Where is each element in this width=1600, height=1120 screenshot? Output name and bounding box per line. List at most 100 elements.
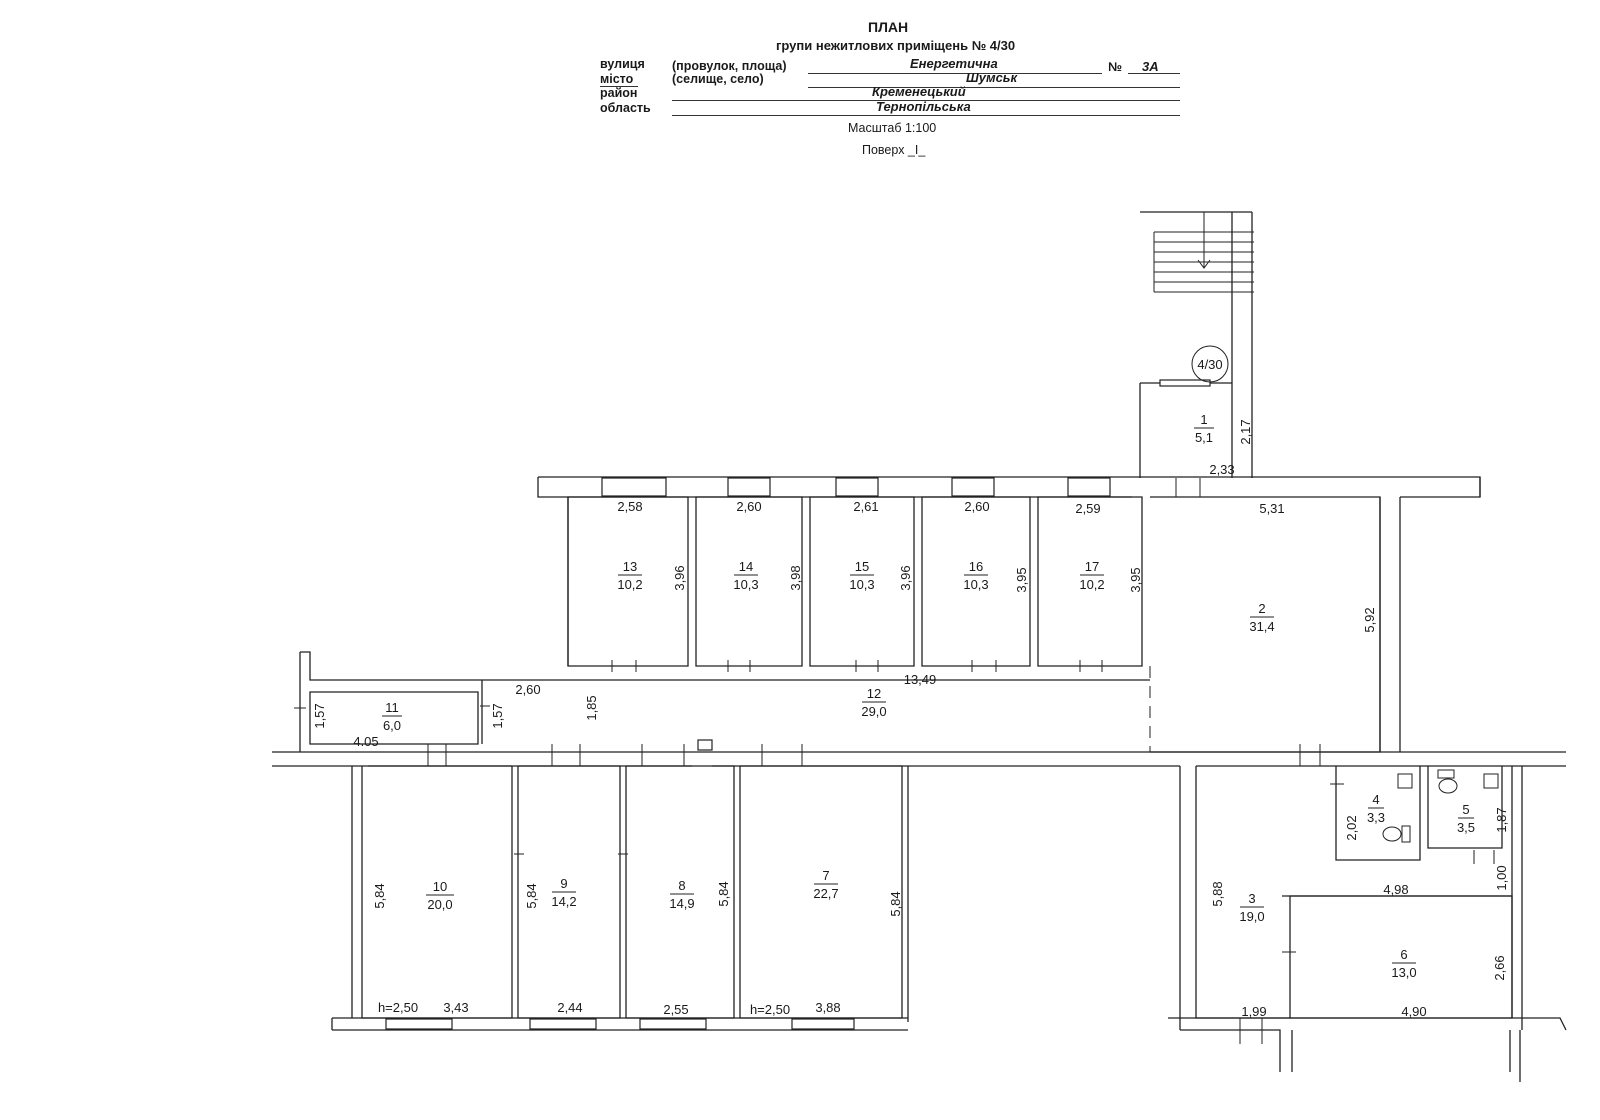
group-mark: 4/30 (1191, 345, 1229, 383)
room-labels: 15,1 231,4 319,0 43,3 53,5 613,0 722,7 8… (382, 412, 1475, 980)
street-note: (провулок, площа) (672, 59, 787, 73)
svg-text:5,1: 5,1 (1195, 430, 1213, 445)
dimension-label: 1,85 (584, 695, 599, 720)
scale-label: Масштаб 1:100 (848, 121, 937, 135)
dimension-label: 13,49 (904, 672, 937, 687)
svg-text:14: 14 (739, 559, 753, 574)
city-value: Шумськ (966, 70, 1018, 85)
dimension-label: 3,43 (443, 1000, 468, 1015)
dimension-labels: 2,17 2,33 2,58 2,60 2,61 2,60 2,59 5,31 … (312, 419, 1509, 1019)
city-label-underline (600, 86, 638, 87)
room-4: 43,3 (1367, 792, 1385, 825)
svg-text:10,3: 10,3 (849, 577, 874, 592)
dimension-label: 2,55 (663, 1002, 688, 1017)
room-14: 14 10,3 (733, 559, 758, 592)
svg-text:11: 11 (385, 700, 399, 715)
floor-label: Поверх _I_ (862, 143, 926, 157)
number-value: 3А (1142, 59, 1159, 74)
dimension-label: 3,96 (898, 565, 913, 590)
svg-text:13,0: 13,0 (1391, 965, 1416, 980)
dimension-label: 2,58 (617, 499, 642, 514)
dimension-label: 5,92 (1362, 607, 1377, 632)
dimension-label: 2,66 (1492, 955, 1507, 980)
svg-text:14,2: 14,2 (551, 894, 576, 909)
region-label: область (600, 101, 651, 115)
svg-text:10,2: 10,2 (617, 577, 642, 592)
dimension-label: 5,88 (1210, 881, 1225, 906)
walls (272, 211, 1567, 1082)
room-5: 53,5 (1457, 802, 1475, 835)
dimension-label: 3,95 (1128, 567, 1143, 592)
svg-text:6,0: 6,0 (383, 718, 401, 733)
room-9: 914,2 (551, 876, 576, 909)
dimension-label: 2,60 (515, 682, 540, 697)
room-2: 231,4 (1249, 601, 1274, 634)
plan-subtitle: групи нежитлових приміщень № 4/30 (776, 38, 1016, 53)
dimension-label: 4,90 (1401, 1004, 1426, 1019)
dimension-label: 2,17 (1238, 419, 1253, 444)
windows (385, 477, 1111, 1030)
svg-text:19,0: 19,0 (1239, 909, 1264, 924)
svg-text:6: 6 (1400, 947, 1407, 962)
dimension-label: h=2,50 (750, 1002, 790, 1017)
room-7: 722,7 (813, 868, 838, 901)
svg-text:10,3: 10,3 (733, 577, 758, 592)
dimension-label: 3,96 (672, 565, 687, 590)
district-value: Кременецький (872, 84, 966, 99)
number-label: № (1108, 60, 1122, 74)
svg-text:13: 13 (623, 559, 637, 574)
plan-title: ПЛАН (868, 19, 909, 35)
dimension-label: 2,44 (557, 1000, 582, 1015)
svg-text:22,7: 22,7 (813, 886, 838, 901)
street-label: вулиця (600, 57, 645, 71)
dimension-label: 2,60 (736, 499, 761, 514)
district-label: район (600, 86, 638, 100)
staircase (1153, 212, 1254, 293)
svg-text:10,3: 10,3 (963, 577, 988, 592)
dimension-label: 1,57 (490, 703, 505, 728)
doors (294, 478, 1495, 1044)
room-8: 814,9 (669, 878, 694, 911)
dimension-label: 4,98 (1383, 882, 1408, 897)
region-underline (672, 115, 1180, 116)
sanitary-fixtures (1382, 769, 1499, 843)
dimension-label: 5,84 (372, 883, 387, 908)
street-value: Енергетична (910, 56, 998, 71)
svg-text:2: 2 (1258, 601, 1265, 616)
room-13: 13 10,2 (617, 559, 642, 592)
dimension-label: 1,57 (312, 703, 327, 728)
dimension-label: 5,31 (1259, 501, 1284, 516)
dimension-label: h=2,50 (378, 1000, 418, 1015)
svg-text:1: 1 (1200, 412, 1207, 427)
dimension-label: 2,02 (1344, 815, 1359, 840)
dimension-label: 1,00 (1494, 865, 1509, 890)
room-6: 613,0 (1391, 947, 1416, 980)
svg-text:10,2: 10,2 (1079, 577, 1104, 592)
svg-text:3,3: 3,3 (1367, 810, 1385, 825)
room-17: 17 10,2 (1079, 559, 1104, 592)
dimension-label: 5,84 (524, 883, 539, 908)
svg-text:5: 5 (1462, 802, 1469, 817)
svg-text:17: 17 (1085, 559, 1099, 574)
dimension-label: 2,60 (964, 499, 989, 514)
svg-text:14,9: 14,9 (669, 896, 694, 911)
city-label: місто (600, 72, 634, 86)
svg-text:9: 9 (560, 876, 567, 891)
region-value: Тернопільська (876, 99, 971, 114)
group-mark-label: 4/30 (1197, 357, 1222, 372)
svg-text:4: 4 (1372, 792, 1379, 807)
dimension-label: 3,95 (1014, 567, 1029, 592)
dimension-label: 5,84 (716, 881, 731, 906)
number-underline (1128, 73, 1180, 74)
svg-text:31,4: 31,4 (1249, 619, 1274, 634)
room-15: 15 10,3 (849, 559, 874, 592)
svg-text:15: 15 (855, 559, 869, 574)
svg-text:29,0: 29,0 (861, 704, 886, 719)
dimension-label: 3,98 (788, 565, 803, 590)
svg-text:3: 3 (1248, 891, 1255, 906)
room-1: 15,1 (1194, 412, 1214, 445)
dimension-label: 2,61 (853, 499, 878, 514)
